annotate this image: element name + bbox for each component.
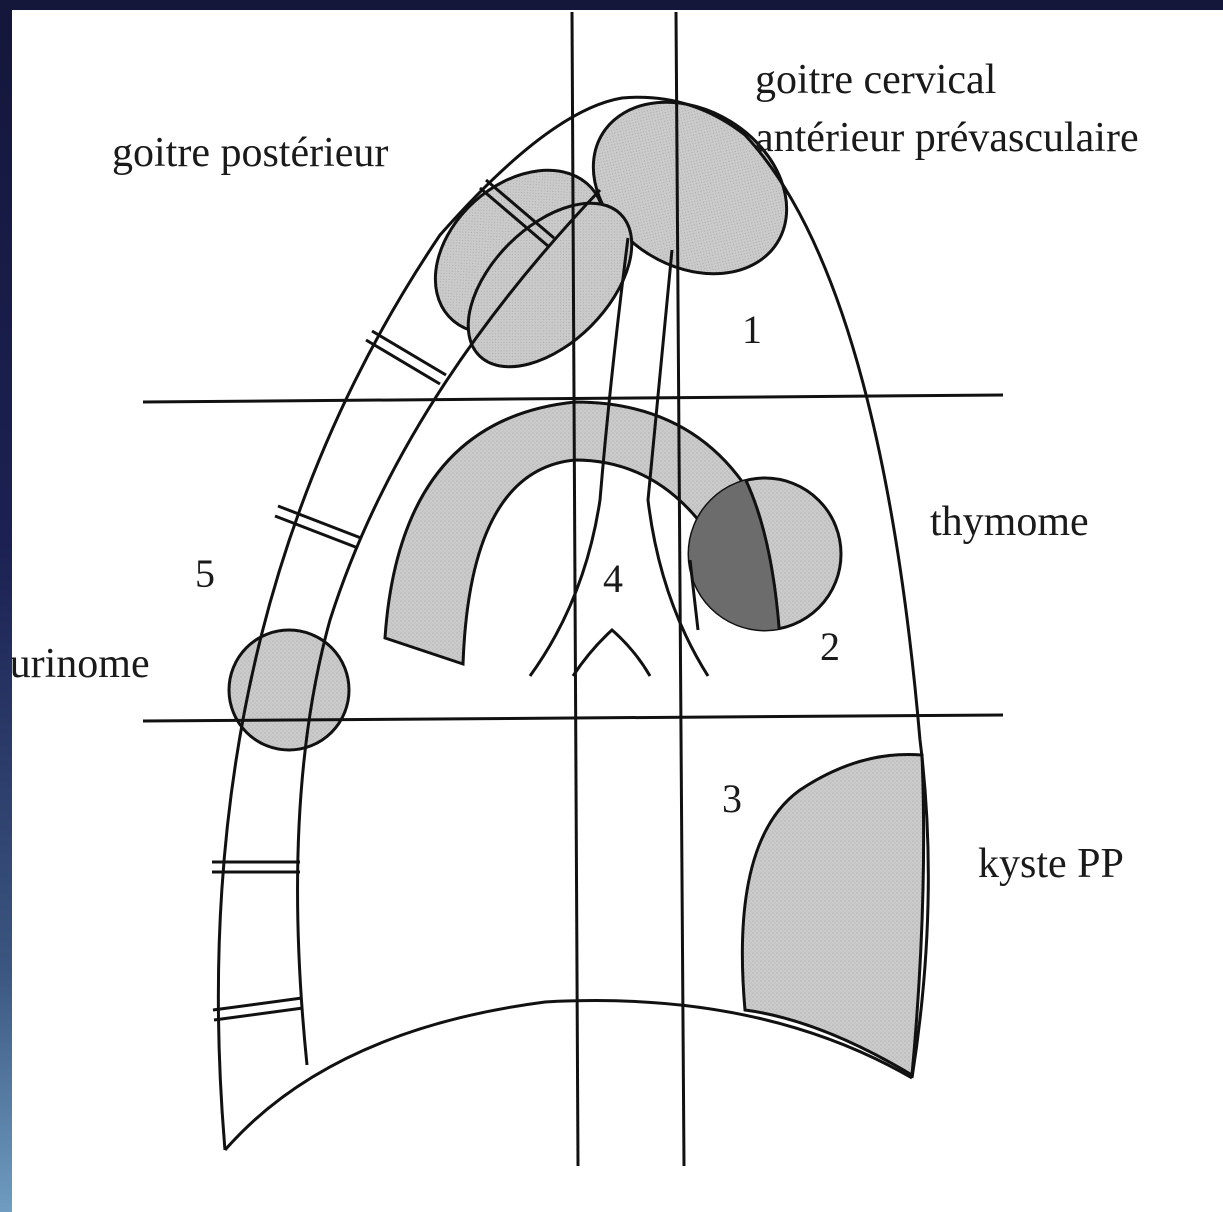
label-goitre-cervical-2: antérieur prévasculaire <box>755 115 1139 161</box>
number-3: 3 <box>722 776 742 821</box>
number-5: 5 <box>195 551 215 596</box>
label-neurinome: neurinome <box>12 641 150 687</box>
neurinome-lesion <box>229 630 349 750</box>
label-goitre-cervical-1: goitre cervical <box>755 57 996 103</box>
number-2: 2 <box>820 624 840 669</box>
label-kyste: kyste PP <box>978 841 1124 887</box>
label-goitre-posterieur: goitre postérieur <box>112 130 388 176</box>
label-thymome: thymome <box>930 499 1089 545</box>
number-4: 4 <box>603 556 623 601</box>
mediastinum-diagram: goitre postérieur goitre cervical antéri… <box>12 10 1223 1212</box>
kyste-lesion <box>742 754 923 1075</box>
number-1: 1 <box>742 307 762 352</box>
diagram-panel: goitre postérieur goitre cervical antéri… <box>12 10 1223 1212</box>
